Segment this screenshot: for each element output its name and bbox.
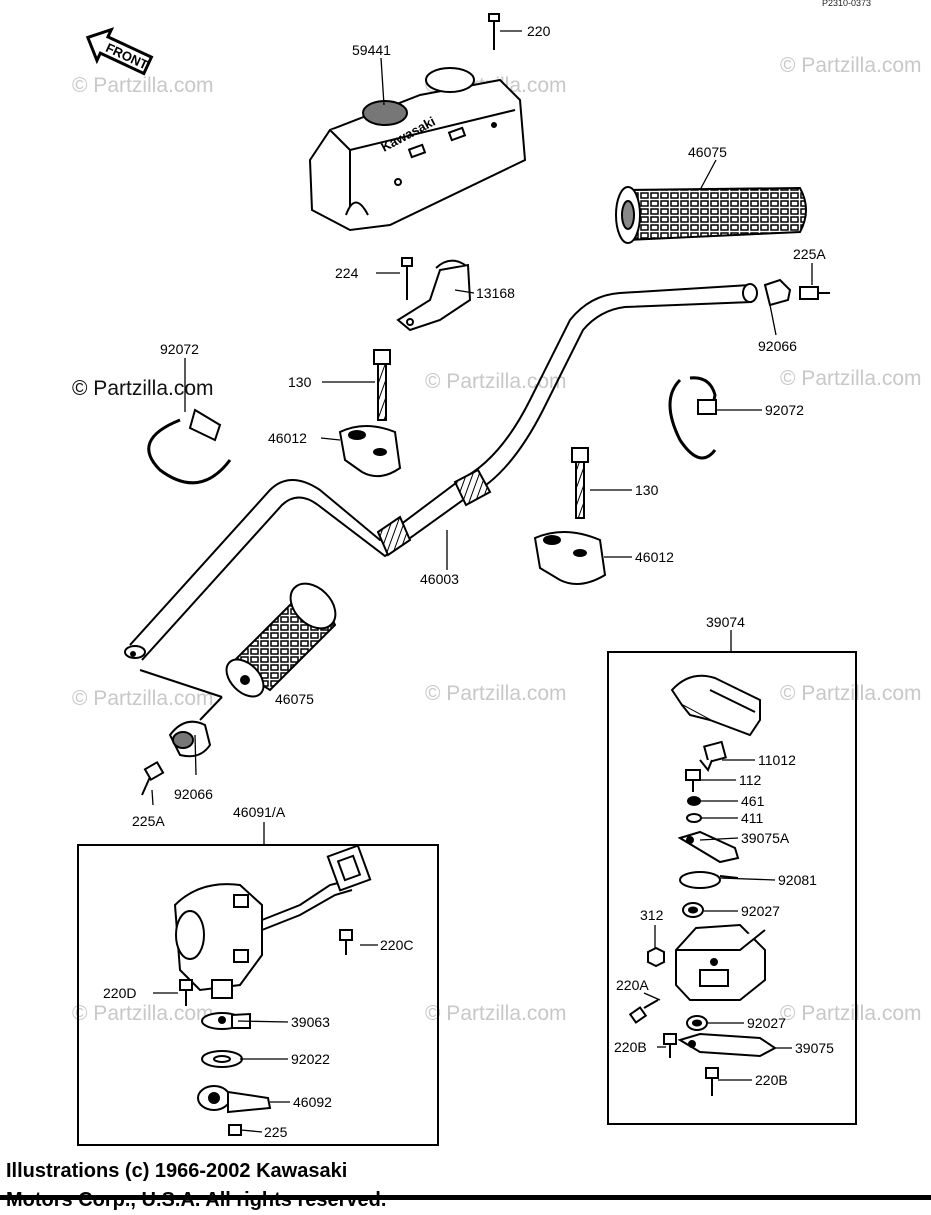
label-220B-left: 220B [614,1039,647,1055]
label-224: 224 [335,265,359,281]
spring-92081-drawing [679,871,739,889]
label-39075A: 39075A [741,830,790,846]
label-220: 220 [527,23,551,39]
label-220C: 220C [380,937,413,953]
watermark: © Partzilla.com [780,367,922,390]
label-39074: 39074 [706,614,745,630]
watermark: © Partzilla.com [72,74,214,97]
front-arrow-icon: FRONT [85,27,154,76]
copyright-line-1: Illustrations (c) 1966-2002 Kawasaki [6,1160,348,1182]
screw-220B-bottom-drawing [705,1067,719,1096]
label-92066-top: 92066 [758,338,797,354]
watermark: © Partzilla.com [780,1002,922,1025]
bottom-rule [0,1195,931,1200]
screw-220A-drawing [628,999,659,1024]
label-39075: 39075 [795,1040,834,1056]
handlebar-cover-drawing [308,67,527,232]
label-46012-left: 46012 [268,430,307,446]
screw-220B-left-drawing [663,1033,677,1058]
right-grip-drawing [615,186,807,244]
bar-end-weight-left-drawing [139,669,223,796]
cable-band-right-drawing [668,376,717,460]
label-13168: 13168 [476,285,515,301]
watermark: © Partzilla.com [425,370,567,393]
label-92081: 92081 [778,872,817,888]
switch-11012-drawing [699,740,727,772]
copyright-line-2: Motors Corp., U.S.A. All rights reserved… [6,1189,387,1211]
screw-220D-drawing [179,979,193,1006]
bar-end-weight-right-drawing [763,278,830,307]
screw-220C-drawing [339,929,353,955]
label-92027-lower: 92027 [747,1015,786,1031]
label-130-right: 130 [635,482,659,498]
housing-drawing [675,923,766,1001]
label-461: 461 [741,793,765,809]
bolt-130-left-drawing [373,349,391,421]
collar-92027-upper-drawing [682,902,704,918]
holder-46012-right-drawing [533,530,607,585]
label-46012-right: 46012 [635,549,674,565]
left-switch-box-frame [77,844,439,1146]
washer-411-drawing [686,813,702,823]
label-225A-bottom: 225A [132,813,165,829]
label-225: 225 [264,1124,288,1140]
screw-112-drawing [685,769,701,792]
label-220D: 220D [103,985,136,1001]
watermark: © Partzilla.com [72,687,214,710]
nut-312-drawing [647,946,665,968]
screw-220-drawing [488,13,500,50]
cover-39074-drawing [670,674,761,737]
label-92027-upper: 92027 [741,903,780,919]
label-92072-right: 92072 [765,402,804,418]
label-59441: 59441 [352,42,391,58]
watermark: © Partzilla.com [780,54,922,77]
label-112: 112 [739,772,762,788]
label-46091A: 46091/A [233,804,286,820]
washer-92022-drawing [201,1050,243,1068]
label-46075-bottom: 46075 [275,691,314,707]
leader-lines [151,30,813,1133]
washer-461-drawing [687,796,701,806]
label-220B-bottom: 220B [755,1072,788,1088]
handlebar-drawing [124,283,758,661]
label-39063: 39063 [291,1014,330,1030]
label-46075-top: 46075 [688,144,727,160]
label-46092: 46092 [293,1094,332,1110]
label-220A: 220A [616,977,649,993]
label-92066-bottom: 92066 [174,786,213,802]
watermark: © Partzilla.com [425,1002,567,1025]
label-46003: 46003 [420,571,459,587]
label-11012: 11012 [758,752,796,768]
left-grip-drawing [225,582,337,698]
lever-46092-drawing [197,1085,272,1114]
lever-39075A-drawing [677,830,740,864]
copyright-notice: Illustrations (c) 1966-2002 Kawasaki Mot… [6,1157,386,1215]
label-130-left: 130 [288,374,312,390]
cable-band-left-drawing [147,408,232,485]
watermark: © Partzilla.com [72,1002,214,1025]
label-92072-left: 92072 [160,341,199,357]
watermark: © Partzilla.com [780,682,922,705]
right-switch-box-frame [607,651,857,1125]
left-switch-drawing [173,844,372,999]
bolt-130-right-drawing [571,447,589,519]
label-92022: 92022 [291,1051,330,1067]
collar-92027-lower-drawing [686,1015,708,1031]
screw-225-drawing [228,1124,242,1136]
watermark: © Partzilla.com [72,377,214,400]
holder-46012-left-drawing [338,425,402,478]
watermark: © Partzilla.com [425,682,567,705]
drawing-number: P2310-0373 [822,0,871,8]
label-225A-top: 225A [793,246,826,262]
label-411: 411 [741,810,764,826]
lever-39075-drawing [677,1032,777,1058]
label-312: 312 [640,907,664,923]
throttle-bracket-drawing [396,257,472,332]
